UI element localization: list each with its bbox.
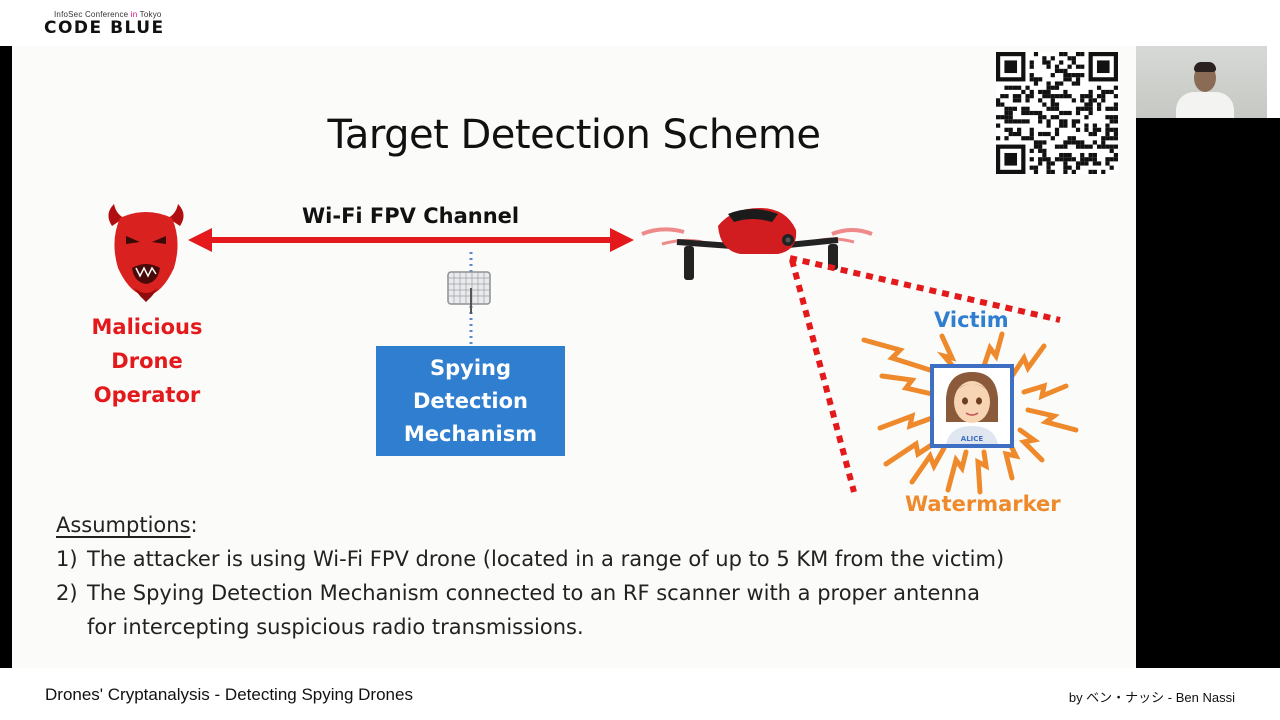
watermarker-burst-icon <box>861 331 1079 495</box>
avatar-badge: ALICE <box>961 435 984 443</box>
assumption-text: The attacker is using Wi-Fi FPV drone (l… <box>87 547 1005 571</box>
video-letterbox-left <box>0 46 12 668</box>
operator-label-line: Operator <box>93 383 201 407</box>
assumption-number: 1) <box>56 547 78 571</box>
logo-tagline: InfoSec Conference in Tokyo <box>54 10 162 19</box>
assumption-item: 2) The Spying Detection Mechanism connec… <box>56 576 1004 610</box>
wifi-channel-arrow <box>188 228 634 252</box>
video-letterbox-right <box>1136 118 1280 668</box>
bottom-bar <box>0 668 1280 720</box>
mechanism-label-line: Detection <box>412 388 529 413</box>
assumption-continuation: for intercepting suspicious radio transm… <box>56 610 1004 644</box>
logo-wordmark: CODE BLUE <box>44 18 165 38</box>
assumption-text: for intercepting suspicious radio transm… <box>87 615 584 639</box>
mechanism-label-line: Spying <box>429 355 512 380</box>
drone-camera-view <box>789 255 1061 493</box>
victim-avatar: ALICE <box>930 364 1014 448</box>
speaker-credit: by ベン・ナッシ - Ben Nassi <box>1068 690 1235 705</box>
devil-mask-icon <box>108 204 184 302</box>
assumptions-section: Assumptions: 1) The attacker is using Wi… <box>56 508 1004 644</box>
speaker-webcam <box>1136 46 1267 118</box>
channel-label: Wi-Fi FPV Channel <box>302 204 520 228</box>
talk-title: Drones' Cryptanalysis - Detecting Spying… <box>45 685 413 704</box>
slide-title: Target Detection Scheme <box>327 112 821 158</box>
victim-label: Victim <box>934 308 1009 332</box>
speaker-hair <box>1194 62 1216 72</box>
drone-icon <box>641 208 873 280</box>
scheme-diagram: ALICE <box>108 204 1079 495</box>
operator-label-line: Malicious <box>91 315 203 339</box>
assumption-number: 2) <box>56 581 78 605</box>
assumption-item: 1) The attacker is using Wi-Fi FPV drone… <box>56 542 1004 576</box>
top-bar: InfoSec Conference in Tokyo CODE BLUE <box>0 0 1280 46</box>
watermarker-label: Watermarker <box>905 492 1061 516</box>
assumption-text: The Spying Detection Mechanism connected… <box>87 581 980 605</box>
operator-label: Malicious Drone Operator <box>72 310 222 412</box>
presentation-slide: Target Detection Scheme <box>12 46 1136 668</box>
speaker-shirt <box>1176 92 1234 118</box>
spying-detection-mechanism-box: Spying Detection Mechanism <box>376 346 565 456</box>
assumptions-colon: : <box>190 513 198 537</box>
code-blue-logo: InfoSec Conference in Tokyo CODE BLUE <box>44 10 165 37</box>
operator-label-line: Drone <box>111 349 183 373</box>
qr-code <box>996 52 1118 174</box>
grid-antenna-icon <box>447 271 491 314</box>
mechanism-label-line: Mechanism <box>403 421 538 446</box>
assumptions-heading: Assumptions <box>56 513 191 537</box>
